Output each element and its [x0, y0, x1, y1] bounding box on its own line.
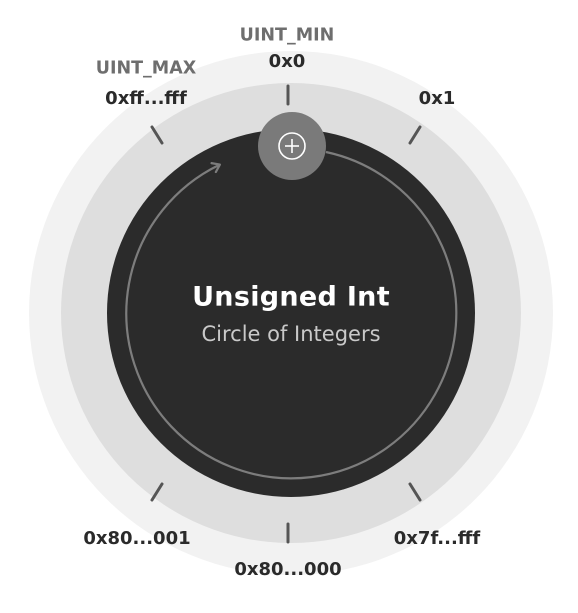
tick-after-midpoint — [150, 482, 164, 502]
increment-button[interactable] — [258, 112, 326, 180]
plus-circle-icon — [278, 132, 306, 160]
diagram-subtitle: Circle of Integers — [201, 322, 381, 346]
tick-uint-max — [150, 125, 164, 145]
one-value: 0x1 — [418, 88, 456, 109]
midpoint-value: 0x80...000 — [234, 559, 342, 580]
inner-disc — [107, 129, 475, 497]
uint-min-name: UINT_MIN — [239, 25, 335, 46]
uint-max-value: 0xff...fff — [105, 88, 187, 109]
diagram-title: Unsigned Int — [192, 281, 390, 313]
uint-max-name: UINT_MAX — [95, 58, 197, 79]
uint-min-value: 0x0 — [268, 51, 306, 72]
orbit-arc — [125, 150, 458, 480]
tick-one — [408, 125, 422, 145]
tick-signed-max — [408, 482, 422, 502]
signed-max-value: 0x7f...fff — [393, 528, 481, 549]
after-midpoint-value: 0x80...001 — [83, 528, 191, 549]
